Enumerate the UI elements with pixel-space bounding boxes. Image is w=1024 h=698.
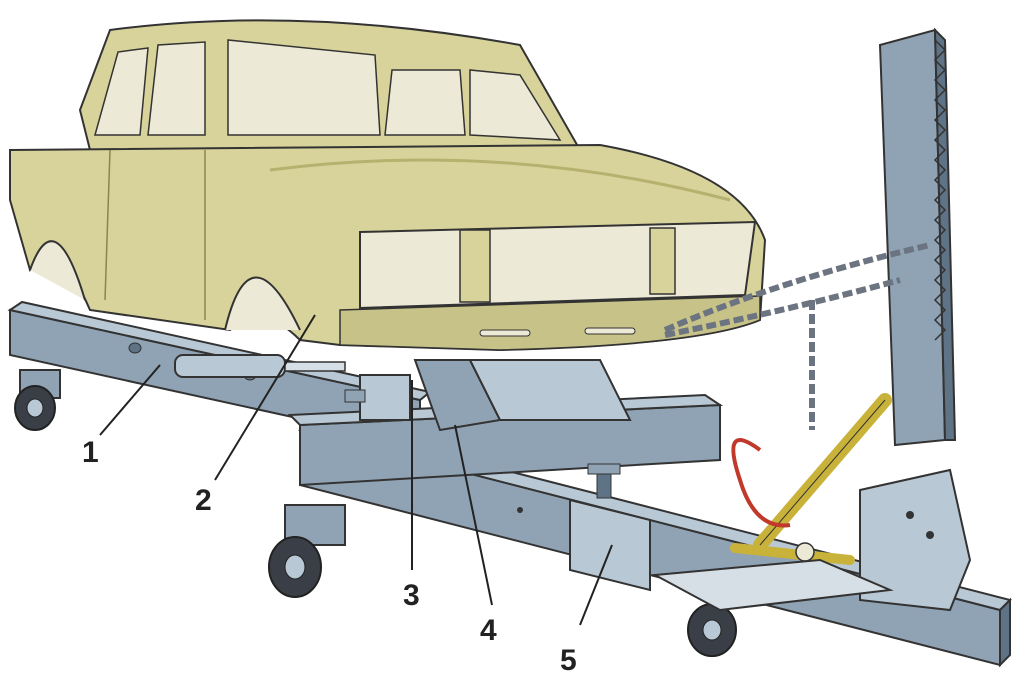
callout-3: 3 bbox=[403, 579, 420, 612]
hydraulic-hose bbox=[731, 438, 791, 528]
caster-wheel-left bbox=[14, 369, 61, 431]
pulling-tower bbox=[859, 27, 972, 612]
support-stand bbox=[413, 359, 632, 432]
car-body bbox=[9, 19, 767, 352]
callout-5: 5 bbox=[560, 644, 577, 677]
caster-wheel-right bbox=[687, 603, 737, 657]
callout-2: 2 bbox=[195, 484, 212, 517]
sliding-carriage bbox=[569, 463, 651, 592]
hydraulic-ram bbox=[730, 393, 892, 565]
leader-lines bbox=[99, 314, 613, 626]
pulling-chain bbox=[663, 242, 931, 430]
caster-wheel-middle bbox=[268, 504, 346, 598]
tool-tray bbox=[651, 558, 894, 612]
callout-4: 4 bbox=[480, 614, 497, 647]
callout-1: 1 bbox=[82, 436, 99, 469]
body-clamp bbox=[344, 374, 411, 421]
